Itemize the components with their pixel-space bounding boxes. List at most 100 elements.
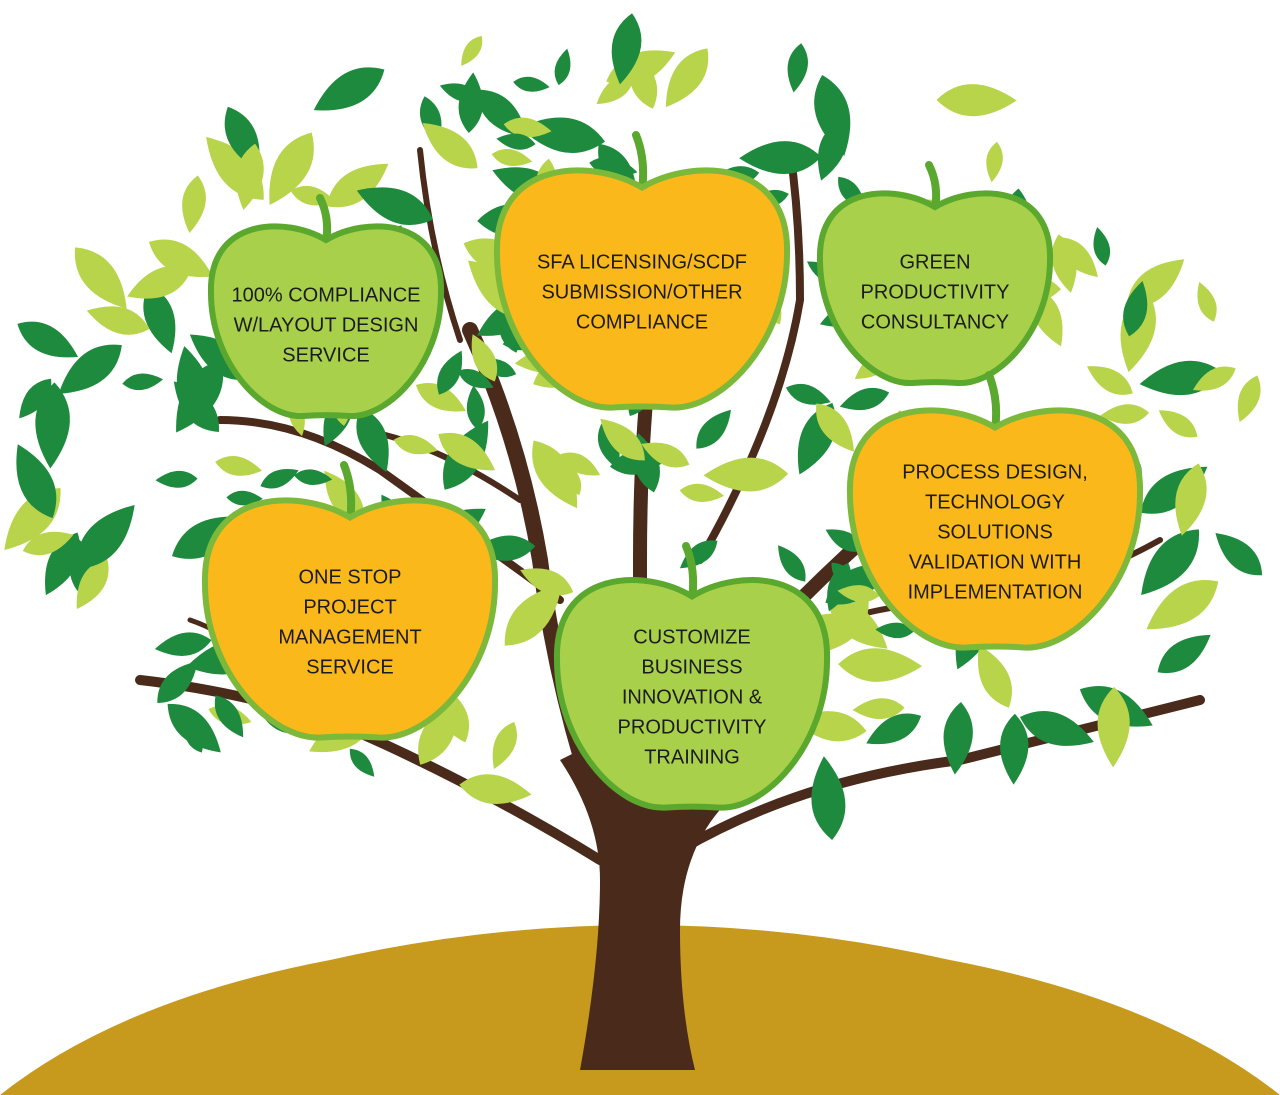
apple-body [493,167,791,411]
leaf [269,132,314,205]
leaf [226,490,263,506]
leaf [260,469,299,489]
leaf [461,35,483,66]
leaf [611,13,642,85]
leaf [415,382,466,412]
leaf [157,661,198,704]
leaf [1057,237,1098,278]
apple-label-line: PRODUCTIVITY [861,281,1010,303]
leaf [696,409,731,449]
leaf [838,648,923,682]
leaf [1175,463,1207,536]
leaf [22,531,74,556]
leaf [679,483,725,502]
leaf [45,532,81,596]
apple-body [846,407,1144,651]
leaf [393,434,438,455]
leaf [1237,375,1261,423]
leaf [356,407,389,473]
leaf [1000,713,1029,785]
apple-label-line: ONE STOP [299,566,402,588]
leaf [458,72,483,133]
leaf [866,713,922,745]
service-apples: 100% COMPLIANCE W/LAYOUT DESIGN SERVICE SFA… [201,131,1144,811]
leaf [739,141,822,174]
apple-label-line: SUBMISSION/OTHER [541,281,742,303]
apple-body [207,223,445,420]
apple-process-design: PROCESS DESIGN,TECHNOLOGYSOLUTIONSVALIDA… [846,371,1144,651]
leaf [787,43,808,93]
leaf [437,350,463,395]
leaf [1097,686,1130,768]
apple-label-line: SFA LICENSING/SCDF [537,251,747,273]
leaf [503,117,552,138]
leaf [1086,366,1133,395]
leaf [811,756,846,840]
leaf [148,239,213,278]
leaf [214,695,244,738]
apple-label-line: PROCESS DESIGN, [902,461,1088,483]
leaf [76,504,135,569]
leaf [837,585,880,603]
apple-label-line: BUSINESS [641,656,742,678]
leaf [154,632,212,656]
leaf [1146,580,1219,630]
leaf [839,387,890,411]
leaf [532,440,578,509]
apple-body [201,497,499,741]
apple-label-line: MANAGEMENT [278,626,421,648]
apple-label-line: TRAINING [644,746,740,768]
leaf [600,418,645,461]
leaf [520,568,574,596]
leaf [326,163,389,208]
leaf [17,321,79,358]
leaf [236,143,264,210]
leaf [459,774,532,804]
leaf [875,622,915,639]
leaf [1123,281,1148,337]
leaf [184,721,203,753]
leaf [665,48,709,108]
leaf [816,403,854,452]
apple-label-line: COMPLIANCE [576,311,708,333]
leaf [852,698,905,720]
apple-label-line: PROJECT [303,596,396,618]
leaf [1192,366,1236,391]
apple-label-line: SERVICE [282,344,369,366]
leaf [785,384,831,405]
leaf [19,378,52,419]
leaf [74,247,127,309]
apple-label-line: 100% COMPLIANCE [232,284,421,306]
leaf [122,373,164,390]
leaf [504,584,562,646]
apple-label-line: CUSTOMIZE [633,626,750,648]
leaf [778,545,806,582]
leaf [349,748,375,777]
apple-layout-design: 100% COMPLIANCE W/LAYOUT DESIGN SERVICE [207,194,445,420]
leaf [58,344,122,394]
apple-label-line: VALIDATION WITH [909,551,1082,573]
apple-sfa-licensing: SFA LICENSING/SCDF SUBMISSION/OTHER COMPLI… [493,131,791,411]
leaf [1215,533,1263,576]
leaf [439,83,480,102]
apple-label-line: W/LAYOUT DESIGN [234,314,419,336]
leaf [471,334,498,382]
leaf [1141,529,1199,596]
leaf [943,702,973,775]
leaf [356,187,434,225]
leaf [496,133,536,150]
leaf [127,266,192,299]
apple-body [553,577,831,811]
leaf [422,123,478,169]
leaf [814,74,851,156]
leaf [35,382,70,469]
leaf [513,76,550,92]
leaf [176,346,212,427]
leaf [1157,634,1211,674]
apple-label-line: CONSULTANCY [861,311,1009,333]
leaf [562,460,582,496]
leaf [492,721,517,769]
leaf [560,452,601,476]
